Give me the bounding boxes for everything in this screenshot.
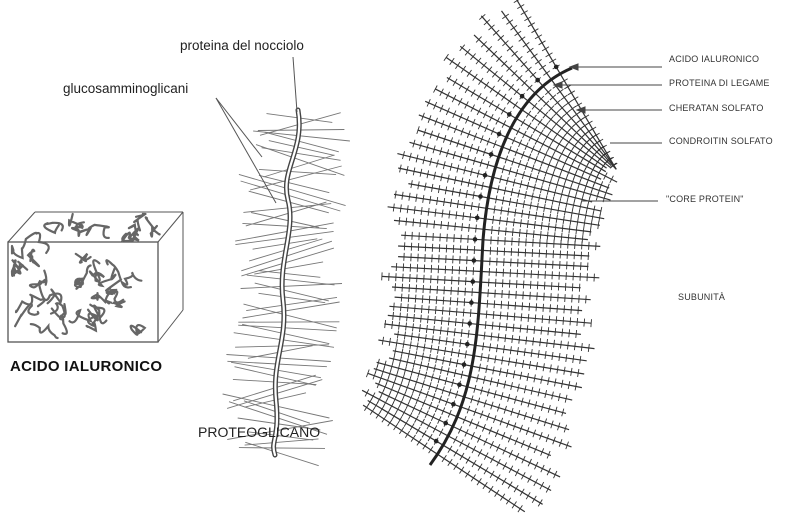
label-subunit: SUBUNITÀ [678,292,725,302]
core-protein-leader [293,57,297,112]
hyaluronic-acid-cube [8,212,183,342]
core-protein-label: proteina del nocciolo [180,38,304,53]
proteoglycan-title: PROTEOGLICANO [198,424,320,440]
hyaluronic-acid-title: ACIDO IALURONICO [10,358,162,375]
label-chondroitin-sulfate: CONDROITIN SOLFATO [669,136,773,146]
gag-leader-1 [216,98,262,157]
label-hyaluronic-acid: ACIDO IALURONICO [669,54,759,64]
glycosaminoglycan-bristles [223,113,350,466]
proteoglycan-aggregate [362,0,617,512]
proteoglycan-drawing [223,110,350,466]
core-protein-strand [274,110,300,455]
glycosaminoglycans-label: glucosamminoglicani [63,81,188,96]
label-keratan-sulfate: CHERATAN SOLFATO [669,103,764,113]
hyaluronic-chains [12,214,160,338]
label-link-protein: PROTEINA DI LEGAME [669,78,770,88]
label-core-protein: "CORE PROTEIN" [666,194,744,204]
